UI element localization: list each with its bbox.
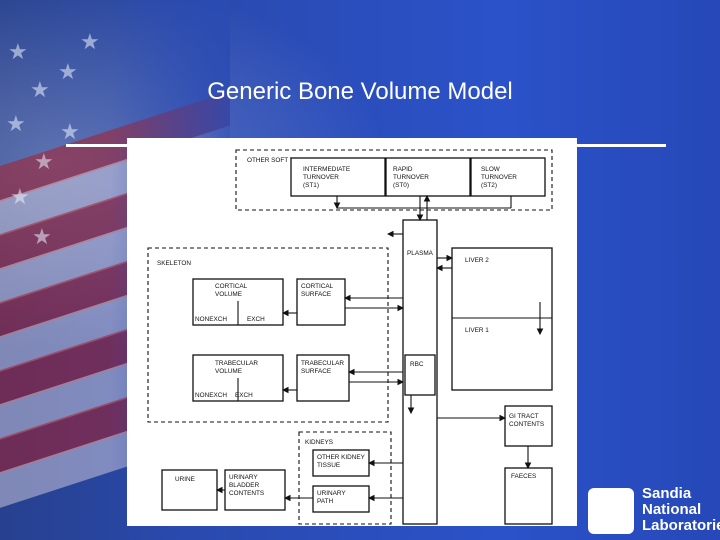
svg-text:CORTICAL SURFACE: CORTICAL SURFACE — [301, 283, 335, 298]
svg-text:RAPID TURNOVER (ST: RAPID TURNOVER (ST0) — [393, 166, 431, 189]
svg-text:EXCH: EXCH — [247, 316, 265, 323]
slow-turnover-box — [470, 157, 546, 197]
other-soft-tissues-group — [235, 149, 553, 211]
rapid-turnover-box — [385, 157, 471, 197]
svg-text:INTERMEDIATE TURNOVER: INTERMEDIATE TURNOVER (ST1) — [303, 166, 352, 189]
liver-box — [451, 247, 553, 391]
urinary-bladder-box — [224, 469, 286, 511]
svg-text:EXCH: EXCH — [235, 392, 253, 399]
rbc-box — [404, 354, 436, 396]
skeleton-label: SKELETON — [157, 260, 191, 267]
slide-title: Generic Bone Volume Model — [207, 78, 513, 105]
compartment-diagram: OTHER SOFT TISSUES INTERMEDIATE TURNOVER… — [127, 138, 577, 526]
plasma-label: PLASMA — [407, 250, 434, 257]
svg-text:NONEXCH: NONEXCH — [195, 316, 227, 323]
skeleton-group — [147, 247, 389, 423]
svg-text:NONEXCH: NONEXCH — [195, 392, 227, 399]
trabecular-surface-box — [296, 354, 350, 402]
sandia-logo: Sandia National Laboratories — [588, 486, 720, 538]
svg-text:RBC: RBC — [410, 361, 424, 368]
gi-tract-box — [504, 405, 553, 447]
kidneys-group — [298, 431, 392, 525]
urine-box — [161, 469, 218, 511]
intermediate-turnover-box — [290, 157, 386, 197]
cortical-surface-box — [296, 278, 346, 326]
liver2-label: LIVER 2 — [465, 257, 489, 264]
svg-text:FAECES: FAECES — [511, 473, 536, 480]
svg-text:URINARY PATH: URINARY PATH — [317, 490, 347, 505]
liver1-label: LIVER 1 — [465, 327, 489, 334]
svg-text:TRABECULAR VOLUME: TRABECULAR VOLUME — [215, 360, 260, 375]
sandia-logo-mark — [588, 488, 634, 534]
svg-text:TRABECULAR SURFACE: TRABECULAR SURFACE — [301, 360, 346, 375]
other-kidney-tissue-box — [312, 449, 370, 477]
svg-text:URINE: URINE — [175, 476, 195, 483]
svg-text:CORTICAL VOLUME: CORTICAL VOLUME — [215, 283, 249, 298]
svg-text:KIDNEYS: KIDNEYS — [305, 439, 333, 446]
other-soft-tissues-label: OTHER SOFT TISSUES — [247, 157, 317, 164]
svg-text:SLOW TURNOVER (ST2: SLOW TURNOVER (ST2) — [481, 166, 519, 189]
svg-text:URINARY BLADDER CO: URINARY BLADDER CONTENTS — [229, 474, 264, 497]
faeces-box — [504, 467, 553, 525]
svg-text:GI TRACT CONTENTS: GI TRACT CONTENTS — [509, 413, 544, 428]
urinary-path-box — [312, 485, 370, 513]
svg-text:OTHER KIDNEY TISSUE: OTHER KIDNEY TISSUE — [317, 454, 367, 469]
